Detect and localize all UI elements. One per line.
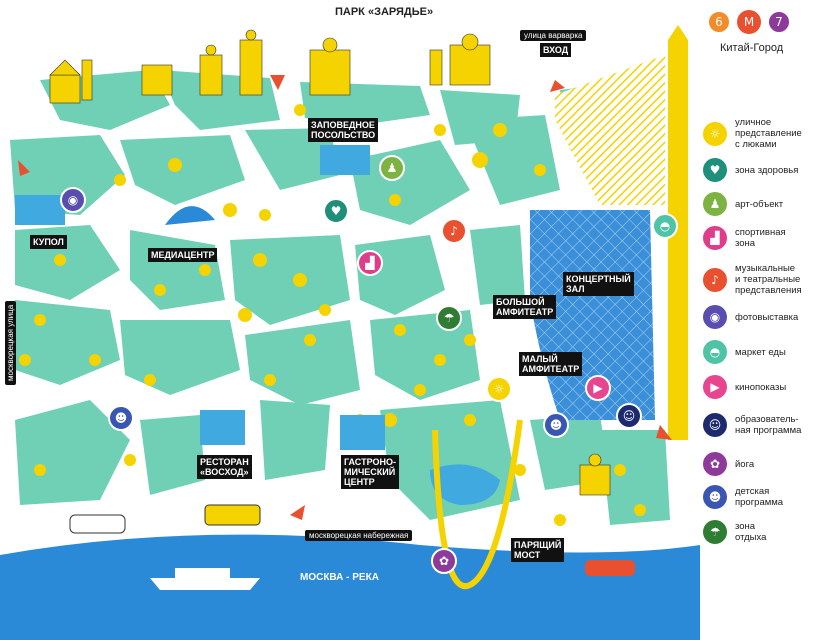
legend-item: ◉ фотовыставка xyxy=(703,305,819,329)
lotus-icon[interactable]: ✿ xyxy=(431,548,457,574)
legend-label: музыкальные и театральные представления xyxy=(735,263,802,296)
street-naberezhnaya: москворецкая набережная xyxy=(305,530,413,541)
legend-label: детская программа xyxy=(735,486,784,508)
metro-line-7-icon: 7 xyxy=(767,10,791,34)
legend-label: уличное представление с люками xyxy=(735,117,802,150)
umbrella-icon: ☂ xyxy=(703,520,727,544)
kupol-building xyxy=(15,195,65,225)
mediacenter-building xyxy=(165,206,215,225)
floating-bridge xyxy=(432,419,523,590)
legend-item: ▟ спортивная зона xyxy=(703,226,819,250)
sculpture-icon: ♟ xyxy=(703,192,727,216)
kupol-label: КУПОЛ xyxy=(30,235,67,249)
churches xyxy=(49,29,611,496)
legend-label: образователь- ная программа xyxy=(735,414,802,436)
legend-label: зона отдыха xyxy=(735,521,767,543)
posolstvo-building xyxy=(320,145,370,175)
legend-label: арт-объект xyxy=(735,198,784,210)
legend-label: фотовыставка xyxy=(735,311,799,323)
legend-item: ☺ образователь- ная программа xyxy=(703,413,819,437)
bus-yellow xyxy=(204,504,261,526)
legend-item: ✿ йога xyxy=(703,452,819,476)
kids-icon[interactable]: ☻ xyxy=(108,405,134,431)
street-moskvoretskaya: москворецкая улица xyxy=(5,300,16,385)
trees xyxy=(19,104,646,526)
boat xyxy=(150,578,260,590)
small-amphitheatre-label: МАЛЫЙ АМФИТЕАТР xyxy=(519,352,583,376)
heart-icon[interactable]: ♥ xyxy=(323,198,349,224)
hatched-zone xyxy=(555,55,665,205)
entrance-label: ВХОД xyxy=(540,43,572,57)
legend-item: ☂ зона отдыха xyxy=(703,520,819,544)
legend-label: кинопоказы xyxy=(735,381,787,393)
legend-label: зона здоровья xyxy=(735,164,799,176)
podium-icon: ▟ xyxy=(703,226,727,250)
restaurant-building xyxy=(200,410,245,445)
car-white xyxy=(69,514,126,534)
entry-arrows xyxy=(18,75,672,520)
gastro-center-label: ГАСТРОНО- МИЧЕСКИЙ ЦЕНТР xyxy=(341,455,399,489)
legend-item: ▶ кинопоказы xyxy=(703,375,819,399)
metro-station-name: Китай-Город xyxy=(720,42,784,54)
posolstvo-label: ЗАПОВЕДНОЕ ПОСОЛЬСТВО xyxy=(308,118,379,142)
legend-label: маркет еды xyxy=(735,346,786,358)
umbrella-icon[interactable]: ☂ xyxy=(436,305,462,331)
clapper-icon: ▶ xyxy=(703,375,727,399)
heart-icon: ♥ xyxy=(703,158,727,182)
river-label: МОСКВА - РЕКА xyxy=(300,572,379,583)
sun-icon: ☼ xyxy=(703,121,727,146)
legend-item: ♟ арт-объект xyxy=(703,192,819,216)
podium-icon[interactable]: ▟ xyxy=(357,250,383,276)
legend-item: ☼ уличное представление с люками xyxy=(703,117,819,150)
cloche-icon[interactable]: ◓ xyxy=(652,213,678,239)
legend-item: ◓ маркет еды xyxy=(703,340,819,364)
head-icon[interactable]: ☺ xyxy=(616,403,642,429)
legend-item: ☻ детская программа xyxy=(703,485,819,509)
sculpture-icon[interactable]: ♟ xyxy=(379,155,405,181)
legend-label: йога xyxy=(735,458,755,470)
camera-icon: ◉ xyxy=(703,305,727,329)
restaurant-label: РЕСТОРАН «ВОСХОД» xyxy=(197,455,252,479)
gastro-building xyxy=(340,415,385,450)
concert-hall-label: КОНЦЕРТНЫЙ ЗАЛ xyxy=(563,272,634,296)
lotus-icon: ✿ xyxy=(703,452,727,476)
head-icon: ☺ xyxy=(703,413,727,437)
big-amphitheatre-label: БОЛЬШОЙ АМФИТЕАТР xyxy=(493,295,557,319)
clapper-icon[interactable]: ▶ xyxy=(585,375,611,401)
legend-label: спортивная зона xyxy=(735,227,786,249)
trumpet-icon: ♪ xyxy=(703,267,727,292)
metro-line-6-icon: 6 xyxy=(707,10,731,34)
camera-icon[interactable]: ◉ xyxy=(60,187,86,213)
cloche-icon: ◓ xyxy=(703,340,727,364)
metro-icon: М xyxy=(735,8,763,36)
legend-item: ♥ зона здоровья xyxy=(703,158,819,182)
kids-icon: ☻ xyxy=(703,485,727,509)
kids-icon[interactable]: ☻ xyxy=(543,412,569,438)
mediacenter-label: МЕДИАЦЕНТР xyxy=(148,248,218,262)
street-varvarka: улица варварка xyxy=(520,30,587,41)
floating-bridge-label: ПАРЯЩИЙ МОСТ xyxy=(511,538,565,562)
car-red xyxy=(585,560,635,576)
kitay-gorod-wall xyxy=(668,40,688,440)
page-title: ПАРК «ЗАРЯДЬЕ» xyxy=(335,6,434,18)
trumpet-icon[interactable]: ♪ xyxy=(441,218,467,244)
sun-icon[interactable]: ☼ xyxy=(486,376,512,402)
legend-item: ♪ музыкальные и театральные представлени… xyxy=(703,263,819,296)
